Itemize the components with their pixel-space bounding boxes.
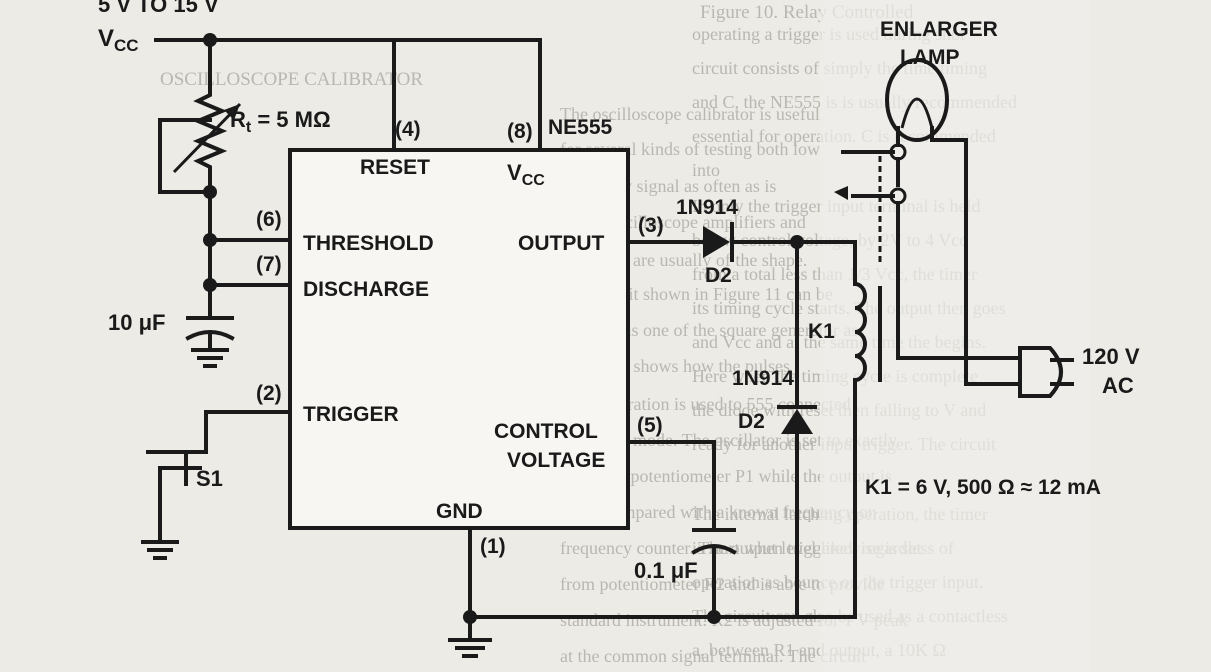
pin-label-reset: RESET: [360, 156, 430, 179]
mains-voltage: 120 V: [1082, 344, 1140, 369]
pin-label-voltage: VOLTAGE: [507, 449, 605, 472]
pin-label-gnd: GND: [436, 500, 483, 523]
pin-number: (2): [256, 382, 282, 405]
switch-label: S1: [196, 466, 223, 491]
trigger-wire: [204, 410, 292, 450]
ground-icon: [191, 348, 229, 368]
relay-area-backdrop: [820, 0, 1090, 672]
pin-number: (7): [256, 253, 282, 276]
rt-resistor: [192, 38, 228, 284]
pin-number: (3): [638, 214, 664, 237]
relay-spec: K1 = 6 V, 500 Ω ≈ 12 mA: [865, 476, 1101, 499]
diode-clamp-ref: D2: [738, 410, 765, 433]
vcc-rail-wire: [154, 38, 542, 152]
bg-left-line: from potentiometer R2 and is able to pro…: [560, 574, 884, 594]
mains-wire-lower: [964, 318, 1022, 386]
bg-left-line: checked as one of the square generator a…: [560, 320, 858, 340]
lamp-return-wire: [930, 126, 968, 322]
bg-left-line: at the common signal terminal. The circu…: [560, 646, 866, 666]
relay-coil-top-wire: [795, 240, 857, 286]
diode-series-part: 1N914: [676, 196, 738, 219]
pin-number: (4): [395, 118, 421, 141]
lamp-bulb-icon: [885, 58, 949, 142]
rt-label: Rt = 5 MΩ: [230, 107, 331, 136]
pin-label-threshold: THRESHOLD: [303, 232, 434, 255]
ground-icon: [448, 638, 492, 658]
ne555-ic-body: [288, 148, 630, 530]
rt-shunt-wire: [158, 118, 212, 194]
vcc-label: VCC: [98, 25, 139, 55]
supply-range-label: 5 V TO 15 V: [98, 0, 219, 17]
relay-coil: [852, 281, 867, 383]
diode-series-body: [703, 226, 730, 258]
bg-left-line: in astable mode. The oscillator is set t…: [560, 430, 897, 450]
pin-number: (6): [256, 208, 282, 231]
bg-right-line: into: [692, 160, 720, 180]
lamp-label-line1: ENLARGER: [880, 18, 998, 41]
pin-label-vcc: VCC: [507, 160, 545, 189]
bg-left-line: adjusting potentiometer P1 while the out…: [560, 466, 892, 486]
lamp-label-line2: LAMP: [900, 46, 960, 69]
junction-dot: [707, 610, 721, 624]
pin-number: (5): [637, 414, 663, 437]
ic-fill: [290, 150, 628, 528]
ground-icon: [141, 540, 179, 560]
ac-plug-prongs: [1050, 358, 1074, 386]
rt-wiper-arrow: [172, 102, 242, 174]
control-wire: [626, 440, 716, 530]
pin-label-discharge: DISCHARGE: [303, 278, 429, 301]
diode-clamp-part: 1N914: [732, 367, 794, 390]
pin-label-trigger: TRIGGER: [303, 403, 399, 426]
pin-number: (1): [480, 535, 506, 558]
relay-contact-arrow: [834, 186, 848, 200]
pin-label-control: CONTROL: [494, 420, 598, 443]
pin-label-output: OUTPUT: [518, 232, 605, 255]
diode-series-ref: D2: [705, 264, 732, 287]
rt-arrowhead: [224, 104, 240, 120]
lamp-filament: [900, 97, 934, 129]
ac-plug-icon: [1018, 346, 1063, 398]
timing-cap-value: 10 μF: [108, 310, 165, 335]
ic-name: NE555: [548, 116, 613, 139]
control-cap-value: 0.1 μF: [634, 558, 698, 583]
relay-ref: K1: [808, 320, 835, 343]
pin-number: (8): [507, 120, 533, 143]
bg-left-line: OSCILLOSCOPE CALIBRATOR: [160, 69, 423, 90]
mains-wire-upper: [896, 201, 1022, 360]
junction-dot: [203, 185, 217, 199]
clamp-diode-body: [781, 409, 813, 434]
mains-type: AC: [1102, 373, 1134, 398]
bg-left-line: The oscilloscope calibrator is useful: [560, 104, 820, 124]
